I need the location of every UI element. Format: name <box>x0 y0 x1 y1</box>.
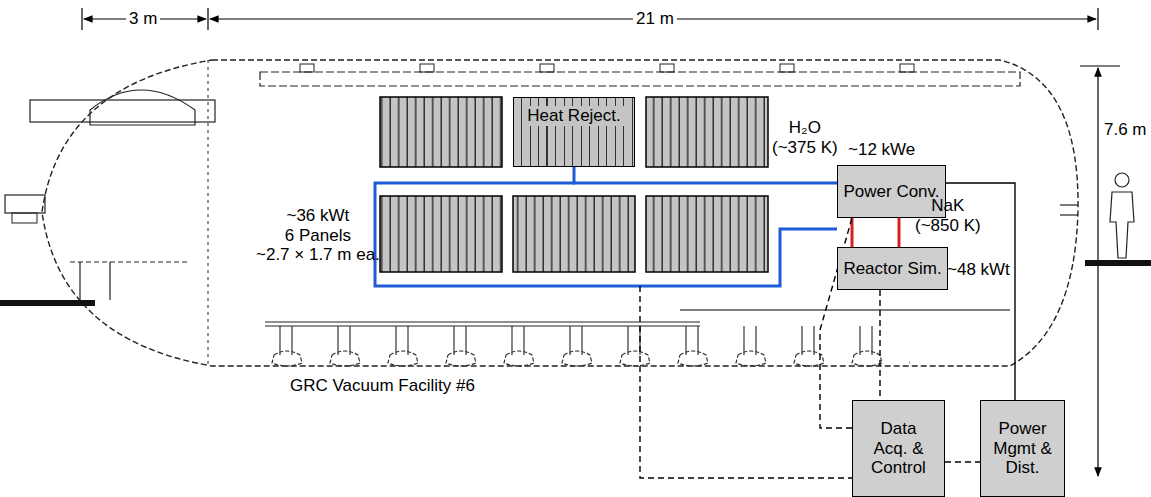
box-text: Reactor Sim. <box>843 259 941 279</box>
text-line: Power <box>993 419 1052 439</box>
text-line: (~375 K) <box>772 138 838 158</box>
power-management-box: Power Mgmt & Dist. <box>980 400 1065 497</box>
heat-rejection-panel: Heat Reject. <box>513 97 635 167</box>
power-rating: ~48 kWt <box>947 260 1010 280</box>
connector-line <box>898 218 901 247</box>
text-line: ~2.7 × 1.7 m ea. <box>256 245 380 265</box>
text-line: Mgmt & <box>993 439 1052 459</box>
box-text: Data Acq. & Control <box>871 419 926 478</box>
coolant-label: NaK (~850 K) <box>915 196 981 235</box>
text-line: H₂O <box>772 118 838 138</box>
text-line: (~850 K) <box>915 216 981 236</box>
dimension-label: 3 m <box>126 9 160 29</box>
data-acquisition-box: Data Acq. & Control <box>852 400 945 497</box>
coolant-label: H₂O (~375 K) <box>772 118 838 157</box>
reactor-simulator-box: Reactor Sim. <box>837 247 948 290</box>
text-line: 6 Panels <box>256 226 380 246</box>
connector-line <box>879 290 880 400</box>
text-line: Data <box>871 419 926 439</box>
connector-line <box>574 167 837 183</box>
text-line: Control <box>871 458 926 478</box>
connector-line <box>945 461 980 462</box>
dimension-label: 7.6 m <box>1104 120 1147 140</box>
power-rating: ~12 kWe <box>848 140 915 160</box>
text-line: NaK <box>915 196 981 216</box>
text-line: ~36 kWt <box>256 206 380 226</box>
panel-spec-note: ~36 kWt 6 Panels ~2.7 × 1.7 m ea. <box>256 206 380 265</box>
box-text: Power Conv. <box>843 182 939 202</box>
facility-name: GRC Vacuum Facility #6 <box>290 376 475 396</box>
text-line: Acq. & <box>871 439 926 459</box>
box-text: Heat Reject. <box>524 106 624 126</box>
box-text: Power Mgmt & Dist. <box>993 419 1052 478</box>
text-line: Dist. <box>993 458 1052 478</box>
dimension-label: 21 m <box>633 9 677 29</box>
power-conversion-box: Power Conv. <box>837 165 946 218</box>
